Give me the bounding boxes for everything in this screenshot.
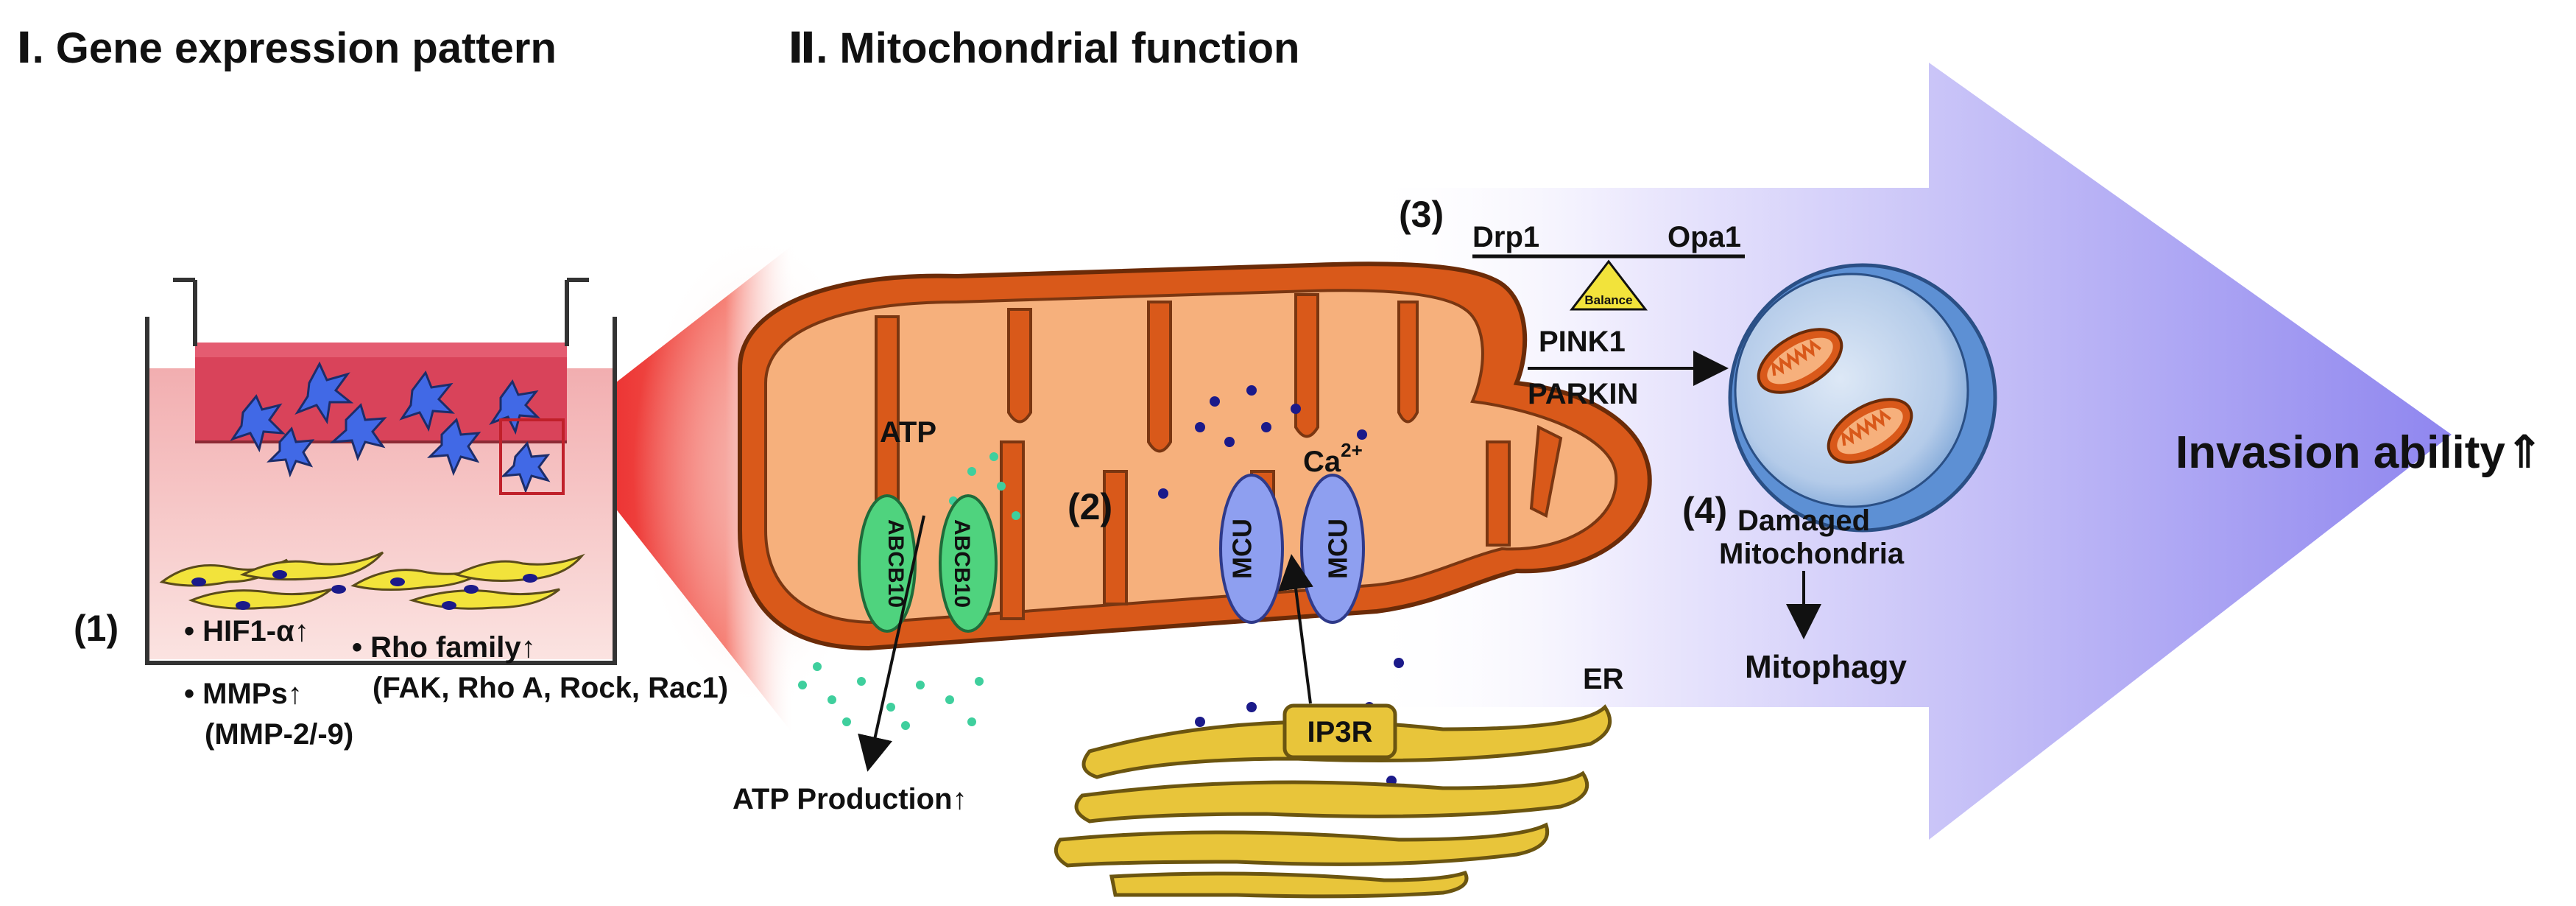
- opa1-label: Opa1: [1668, 221, 1741, 253]
- fibroblast-nuclei: [191, 570, 537, 610]
- section1-heading: Ⅰ. Gene expression pattern: [16, 24, 557, 72]
- mmps-detail-label: (MMP-2/-9): [205, 718, 353, 751]
- pink1-label: PINK1: [1539, 326, 1626, 358]
- ip3r-to-mcu-arrow: [1278, 554, 1313, 704]
- panel1-number: (1): [74, 608, 119, 649]
- atp-production-label: ATP Production↑: [733, 783, 967, 815]
- atp-export-arrow: [858, 515, 925, 772]
- zoom-box: [499, 418, 565, 495]
- panel3-number: (3): [1399, 194, 1444, 235]
- ip3r-channel: [1282, 703, 1397, 759]
- invasive-cells: [230, 361, 551, 494]
- mitophagy-label: Mitophagy: [1745, 649, 1908, 685]
- rho-label: • Rho family↑: [352, 631, 536, 664]
- calcium-charge: 2+: [1341, 439, 1363, 461]
- abcb10-right-label: ABCB10: [950, 519, 974, 608]
- mcu-right-label: MCU: [1323, 519, 1353, 579]
- invasion-label: Invasion ability⇑: [2176, 427, 2544, 478]
- er-label: ER: [1583, 663, 1624, 695]
- calcium-symbol: Ca: [1303, 446, 1341, 478]
- balance-label: Balance: [1584, 293, 1632, 307]
- mmps-label: • MMPs↑: [184, 678, 303, 710]
- balance-triangle: [1569, 259, 1648, 311]
- damaged-label-line1: Damaged: [1737, 505, 1870, 537]
- drp1-label: Drp1: [1472, 221, 1539, 253]
- panel2-number: (2): [1068, 486, 1112, 527]
- rho-detail-label: (FAK, Rho A, Rock, Rac1): [373, 672, 728, 704]
- abcb10-transporters: [858, 494, 998, 633]
- damaged-mitochondria-dish: [1728, 263, 1997, 533]
- abcb10-left-label: ABCB10: [883, 519, 908, 608]
- atp-label: ATP: [880, 416, 936, 449]
- ip3r-label: IP3R: [1308, 716, 1373, 748]
- mcu-left-label: MCU: [1227, 519, 1257, 579]
- hif-label: • HIF1-α↑: [184, 615, 309, 647]
- damaged-label-line2: Mitochondria: [1719, 538, 1905, 570]
- transwell-assay: [145, 278, 617, 665]
- section2-heading: Ⅱ. Mitochondrial function: [788, 24, 1299, 72]
- calcium-label: Ca2+: [1303, 439, 1363, 478]
- mcu-transporters: [1219, 474, 1365, 624]
- parkin-label: PARKIN: [1528, 378, 1638, 410]
- panel4-number: (4): [1682, 490, 1727, 531]
